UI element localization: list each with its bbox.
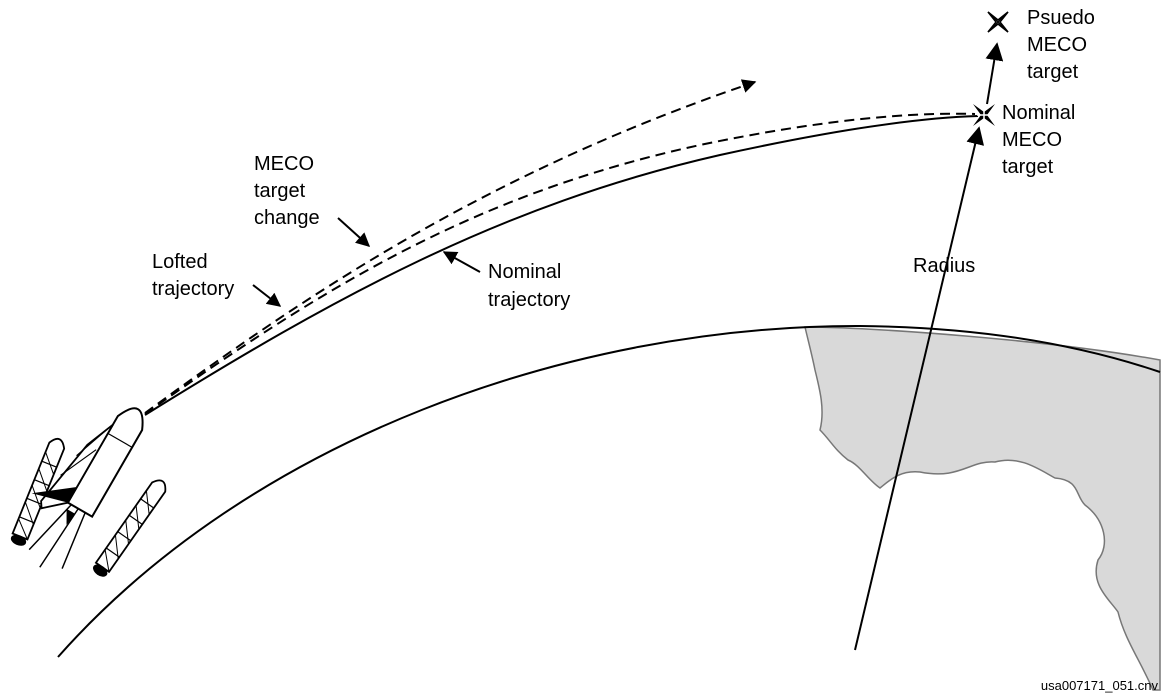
pseudo-label-line-3: target xyxy=(1027,61,1079,83)
lofted-leader-arrow xyxy=(252,284,282,307)
nominal-traj-line-1: Nominal xyxy=(488,261,561,283)
lofted-line-1: Lofted xyxy=(152,251,208,273)
meco-change-label: MECO target change xyxy=(254,153,320,229)
nominal-target-label: Nominal MECO target xyxy=(1002,102,1081,178)
meco-change-line-2: target xyxy=(254,180,306,202)
meco-change-line-3: change xyxy=(254,207,320,229)
meco-change-leader-arrow xyxy=(337,217,371,247)
nominal-target-line-1: Nominal xyxy=(1002,102,1075,124)
nominal-traj-line-2: trajectory xyxy=(488,289,570,311)
lofted-line-2: trajectory xyxy=(152,278,234,300)
solid-cross-target-icon xyxy=(973,104,995,126)
file-id-label: usa007171_051.cnv xyxy=(1041,678,1159,693)
meco-target-change-line xyxy=(144,112,976,415)
pseudo-target-arrow xyxy=(985,42,1004,105)
pseudo-target-label: Psuedo MECO target xyxy=(1027,7,1100,83)
land-mass xyxy=(804,326,1161,691)
nominal-trajectory-label: Nominal trajectory xyxy=(488,261,570,311)
space-shuttle-stack-icon xyxy=(10,407,167,577)
lofted-label: Lofted trajectory xyxy=(152,251,234,300)
nominal-leader-arrow xyxy=(442,251,481,273)
hollow-cross-target-icon xyxy=(987,11,1009,33)
lofted-trajectory-line xyxy=(144,79,757,414)
earth-surface-arc xyxy=(57,324,1161,658)
radius-line xyxy=(854,126,985,651)
radius-label: Radius xyxy=(913,255,975,277)
nominal-target-line-3: target xyxy=(1002,156,1054,178)
nominal-trajectory-line xyxy=(144,115,979,416)
meco-change-line-1: MECO xyxy=(254,153,314,175)
pseudo-label-line-2: MECO xyxy=(1027,34,1087,56)
nominal-target-line-2: MECO xyxy=(1002,129,1062,151)
pseudo-label-line-1: Psuedo xyxy=(1027,7,1095,29)
